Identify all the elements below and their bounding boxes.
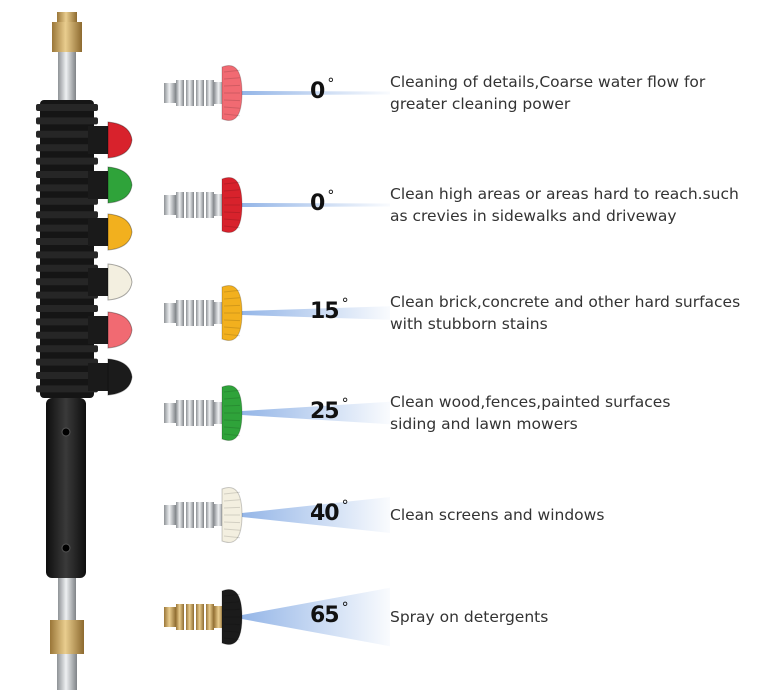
description-line: with stubborn stains [390,315,548,333]
bottom-steel-tube [58,578,76,620]
holder-nozzle[interactable] [88,311,133,349]
angle-value: 65 [310,603,340,628]
holder-nozzle[interactable] [88,121,133,159]
holder-fin [36,358,98,366]
nozzle-holder [36,100,133,398]
angle-value: 0 [310,191,325,216]
nozzle-cap [221,285,243,341]
holder-nozzle[interactable] [88,263,133,301]
degree-symbol: ° [341,396,349,412]
holder-fin [36,264,98,272]
holder-fin [36,318,98,326]
nozzle-tip-illustration [164,587,390,647]
nozzle-row: 65° Spray on detergents [150,572,750,662]
spray-beam [242,587,390,647]
nozzle-description: Spray on detergents [390,606,548,628]
holder-nozzle[interactable] [88,213,133,251]
spray-beam [242,306,390,320]
nozzle-row: 25° Clean wood,fences,painted surfaces sid… [150,368,750,458]
description-line: as crevies in sidewalks and driveway [390,207,677,225]
nozzle-row: 15° Clean brick,concrete and other hard s… [150,268,750,358]
holder-fin [36,372,98,379]
holder-fin [36,305,98,312]
steel-connector [164,300,224,326]
spray-beam [242,497,390,533]
holder-fin [36,224,98,232]
description-line: Clean screens and windows [390,506,605,524]
spray-angle-label: 0° [310,76,334,104]
holder-fin [36,157,98,165]
nozzle-row: 0° Clean high areas or areas hard to reac… [150,160,750,250]
holder-fin [36,278,98,286]
spray-angle-label: 40° [310,498,349,526]
holder-fin [36,104,98,111]
description-line: Clean wood,fences,painted surfaces [390,393,671,411]
description-line: Cleaning of details,Coarse water flow fo… [390,73,706,91]
holder-fin [36,238,98,245]
nozzle-cap [221,385,243,441]
degree-symbol: ° [341,296,349,312]
nozzle-description: Cleaning of details,Coarse water flow fo… [390,71,705,115]
holder-fin [36,291,98,299]
angle-value: 40 [310,501,340,526]
nozzle-tip-illustration [164,177,390,233]
angle-value: 0 [310,79,325,104]
nozzle-description: Clean screens and windows [390,504,604,526]
description-line: Clean high areas or areas hard to reach.… [390,185,739,203]
holder-fin [36,385,98,393]
steel-connector [164,400,224,426]
bottom-brass-fitting [50,620,84,690]
angle-value: 25 [310,399,340,424]
holder-fin [36,345,98,353]
nozzle-description: Clean wood,fences,painted surfaces siding… [390,391,670,435]
holder-fin [36,117,98,125]
spray-angle-label: 15° [310,296,349,324]
spray-angle-label: 0° [310,188,334,216]
top-brass-fitting [52,12,82,52]
degree-symbol: ° [341,498,349,514]
degree-symbol: ° [341,600,349,616]
holder-fin [36,251,98,259]
pressure-washer-wand [36,12,133,690]
description-line: greater cleaning power [390,95,571,113]
nozzle-cap [221,65,243,121]
nozzle-cap [221,589,243,645]
nozzle-row: 0° Cleaning of details,Coarse water flow … [150,48,750,138]
description-line: Clean brick,concrete and other hard surf… [390,293,741,311]
nozzle-description: Clean brick,concrete and other hard surf… [390,291,740,335]
nozzle-tip-illustration [164,385,390,441]
holder-nozzle[interactable] [88,166,133,204]
nozzle-tip-illustration [164,487,390,543]
degree-symbol: ° [327,76,334,92]
top-steel-tube [58,52,76,102]
holder-fin [36,211,98,219]
wand-grip [46,398,86,578]
steel-connector [164,80,224,106]
spray-angle-label: 65° [310,600,349,628]
brass-connector [164,604,224,630]
description-line: siding and lawn mowers [390,415,578,433]
description-line: Spray on detergents [390,608,549,626]
nozzle-tip-illustration [164,285,390,341]
holder-nozzle[interactable] [88,358,133,396]
spray-beam [242,91,390,95]
nozzle-cap [221,487,243,543]
spray-beam [242,203,390,207]
nozzle-cap [221,177,243,233]
nozzle-tip-illustration [164,65,390,121]
holder-fin [36,197,98,205]
holder-fin [36,130,98,138]
steel-connector [164,192,224,218]
holder-fin [36,331,98,339]
nozzle-row: 40° Clean screens and windows [150,470,750,560]
holder-fin [36,144,98,152]
steel-connector [164,502,224,528]
nozzle-description: Clean high areas or areas hard to reach.… [390,183,739,227]
angle-value: 15 [310,299,340,324]
holder-fin [36,184,98,192]
spray-angle-label: 25° [310,396,349,424]
spray-beam [242,401,390,425]
holder-fin [36,171,98,178]
degree-symbol: ° [327,188,334,204]
